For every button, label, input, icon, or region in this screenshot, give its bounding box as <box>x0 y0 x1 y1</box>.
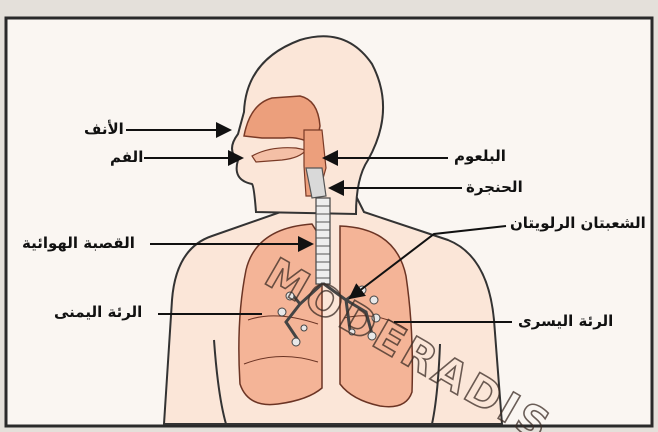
label-left-lung: الرئة اليسرى <box>518 312 613 330</box>
label-right-lung: الرئة اليمنى <box>54 303 142 321</box>
label-nose: الأنف <box>84 120 124 138</box>
label-trachea: القصبة الهوائية <box>22 234 135 252</box>
label-larynx: الحنجرة <box>466 178 523 196</box>
label-pharynx: البلعوم <box>454 147 506 165</box>
label-bronchi: الشعبتان الرلويتان <box>510 214 646 232</box>
label-mouth: الفم <box>110 148 143 166</box>
